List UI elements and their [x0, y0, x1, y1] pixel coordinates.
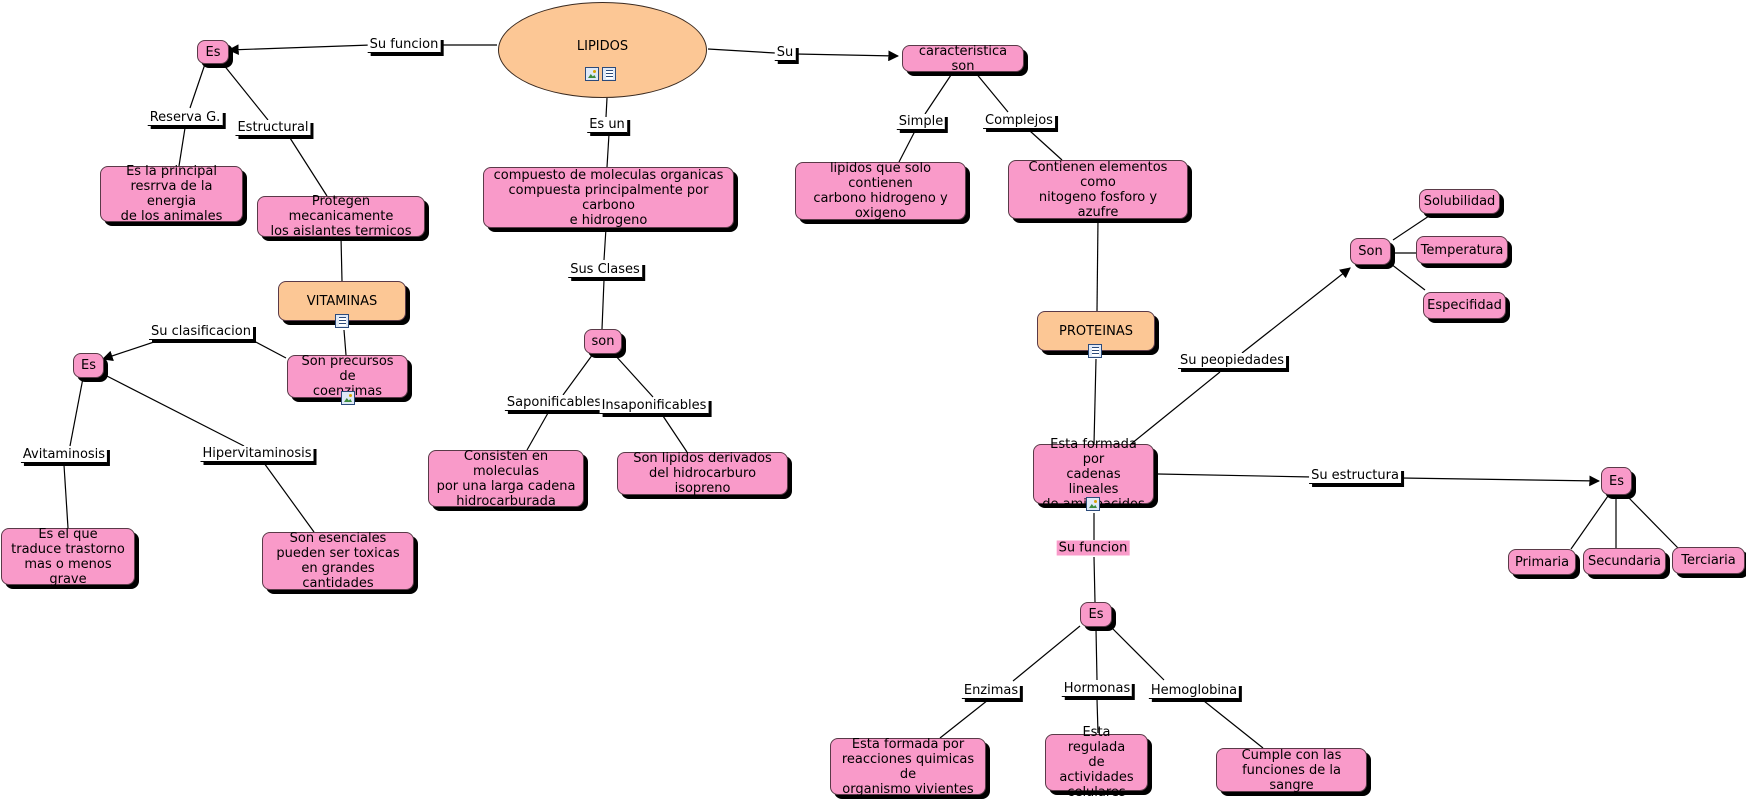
document-resource-icon[interactable]: [1088, 344, 1102, 358]
concept-reserva-energia[interactable]: Es la principal resrrva de la energia de…: [100, 164, 243, 224]
concept-es-funcion[interactable]: Es: [197, 40, 229, 64]
concept-reacciones[interactable]: Esta formada por reacciones quimicas de …: [830, 737, 986, 797]
link-su-funcion[interactable]: Su funcion: [367, 37, 441, 53]
link-estructural[interactable]: Estructural: [235, 120, 311, 136]
concept-derivados[interactable]: Son lipidos derivados del hidrocarburo i…: [617, 451, 788, 496]
concept-compuesto[interactable]: compuesto de moleculas organicas compues…: [483, 167, 734, 228]
image-resource-icon[interactable]: [585, 67, 599, 81]
document-resource-icon[interactable]: [602, 67, 616, 81]
link-enzimas[interactable]: Enzimas: [961, 683, 1021, 699]
link-saponificables[interactable]: Saponificables: [504, 395, 604, 411]
concept-es-funcion-prot[interactable]: Es: [1080, 602, 1112, 627]
link-su-funcion-prot[interactable]: Su funcion: [1056, 540, 1130, 556]
concept-solo-contienen[interactable]: lipidos que solo contienen carbono hidro…: [795, 161, 966, 221]
link-su[interactable]: Su: [774, 45, 796, 61]
concept-contienen[interactable]: Contienen elementos como nitogeno fosfor…: [1008, 160, 1188, 220]
concept-lipidos[interactable]: LIPIDOS: [498, 2, 707, 98]
concept-son-clases[interactable]: son: [584, 329, 622, 354]
concept-solubilidad[interactable]: Solubilidad: [1419, 189, 1500, 214]
link-reserva[interactable]: Reserva G.: [147, 110, 223, 126]
link-es-un[interactable]: Es un: [587, 117, 627, 133]
link-su-clasificacion[interactable]: Su clasificacion: [149, 324, 253, 340]
link-su-estructura[interactable]: Su estructura: [1309, 468, 1401, 484]
concept-trastorno[interactable]: Es el que traduce trastorno mas o menos …: [1, 527, 135, 587]
image-resource-icon[interactable]: [1086, 497, 1100, 511]
concept-es-clasificacion[interactable]: Es: [73, 353, 104, 378]
link-hipervitaminosis[interactable]: Hipervitaminosis: [200, 446, 314, 462]
link-simple[interactable]: Simple: [896, 114, 946, 130]
concept-es-estructura[interactable]: Es: [1601, 467, 1632, 495]
concept-caracteristica[interactable]: caracteristica son: [902, 44, 1024, 74]
link-avitaminosis[interactable]: Avitaminosis: [20, 447, 108, 463]
concept-precursos[interactable]: Son precursos de coenzimas: [287, 354, 408, 399]
concept-regulada[interactable]: Esta regulada de actividades celulares: [1045, 725, 1148, 800]
concept-primaria[interactable]: Primaria: [1508, 549, 1576, 575]
link-hormonas[interactable]: Hormonas: [1061, 681, 1133, 697]
concept-secundaria[interactable]: Secundaria: [1583, 548, 1666, 575]
concept-son-propiedades[interactable]: Son: [1350, 238, 1391, 265]
concept-consisten[interactable]: Consisten en moleculas por una larga cad…: [428, 449, 584, 509]
concept-esenciales[interactable]: Son esenciales pueden ser toxicas en gra…: [262, 531, 414, 591]
concept-terciaria[interactable]: Terciaria: [1672, 547, 1745, 574]
document-resource-icon[interactable]: [335, 314, 349, 328]
link-hemoglobina[interactable]: Hemoglobina: [1148, 683, 1240, 699]
image-resource-icon[interactable]: [341, 391, 355, 405]
concept-temperatura[interactable]: Temperatura: [1416, 236, 1508, 264]
link-sus-clases[interactable]: Sus Clases: [568, 262, 642, 278]
concept-cadenas[interactable]: Esta formada por cadenas lineales de ami…: [1033, 437, 1154, 512]
link-su-propiedades[interactable]: Su peopiedades: [1178, 353, 1286, 369]
link-insaponificables[interactable]: Insaponificables: [599, 398, 709, 414]
concept-sangre[interactable]: Cumple con las funciones de la sangre: [1216, 748, 1367, 793]
link-complejos[interactable]: Complejos: [983, 113, 1055, 129]
concept-protegen[interactable]: Protegen mecanicamente los aislantes ter…: [257, 194, 425, 239]
concept-especifidad[interactable]: Especifidad: [1423, 292, 1506, 319]
